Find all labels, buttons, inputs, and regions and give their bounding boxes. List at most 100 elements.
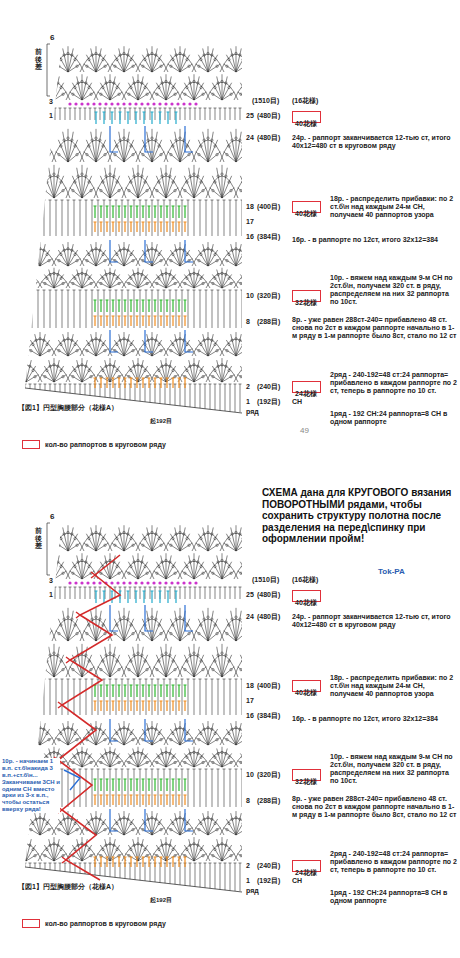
- stitch-count: (240目): [257, 383, 280, 391]
- stitch-count: (384目): [257, 712, 280, 720]
- row-word: ряд: [246, 408, 259, 416]
- repeat-count: (16花様): [292, 576, 318, 584]
- blue-mark: [64, 770, 80, 790]
- legend-swatch: [22, 919, 40, 928]
- stitch-count: (400目): [257, 203, 280, 211]
- stitch-count: (320目): [257, 771, 280, 779]
- row-note: 18р. - распределить прибавки: по 2 ст.б\…: [330, 195, 458, 219]
- repeat-count-box: 40花様: [292, 590, 321, 602]
- row-number: 24: [246, 613, 254, 621]
- repeat-count-box: 32花様: [292, 769, 321, 781]
- repeat-count: 24花様: [295, 389, 317, 398]
- row-number: 24: [246, 134, 254, 142]
- row-number: 16: [246, 233, 254, 241]
- row-number: 8: [246, 797, 250, 805]
- repeat-count: 40花様: [295, 209, 317, 218]
- repeat-count: 40花様: [295, 119, 317, 128]
- stitch-count: (240目): [257, 862, 280, 870]
- stitch-pattern: [0, 46, 266, 412]
- stitch-count: (320目): [257, 292, 280, 300]
- arrow-head: [66, 657, 70, 663]
- stitch-count: (480目): [257, 134, 280, 142]
- start-count: 起192目: [150, 418, 172, 425]
- row-note: 16р. - в раппорте по 12ст, итого 32х12=3…: [292, 715, 455, 723]
- row-number: 3: [49, 577, 53, 585]
- stitch-count: (288目): [257, 797, 280, 805]
- row-number: 18: [246, 682, 254, 690]
- row-word: ряд: [246, 887, 259, 895]
- row-number: 3: [49, 98, 53, 106]
- row-note: 2ряд - 240-192=48 ст:24 раппорта= прибав…: [330, 850, 458, 874]
- row-number: 25: [246, 591, 254, 599]
- row-number: 2: [246, 383, 250, 391]
- row-note: 1ряд - 192 СН:24 раппорта=8 СН в одном р…: [330, 889, 458, 905]
- stitch-count: (288目): [257, 318, 280, 326]
- row-number: 6: [50, 512, 54, 521]
- page-number: 49: [300, 426, 309, 435]
- figure-caption: 【図1】円型胸腰部分（花様A）: [18, 883, 118, 891]
- row-number: 1: [246, 398, 250, 406]
- repeat-count: 24花様: [295, 868, 317, 877]
- row-number: 10: [246, 292, 254, 300]
- row-number: 6: [50, 33, 54, 42]
- legend-entry: кол-во раппортов в круговом ряду: [22, 919, 166, 928]
- stitch-symbol: CH: [292, 877, 302, 885]
- stitch-count: (384目): [257, 233, 280, 241]
- stitch-count: (480目): [257, 591, 280, 599]
- row-note: 24р. - раппорт заканчивается 12-тью ст, …: [292, 134, 455, 150]
- stitch-symbol: CH: [292, 398, 302, 406]
- repeat-count: 40花様: [295, 598, 317, 607]
- arrow-head: [91, 572, 95, 578]
- vertical-label: 前後差: [35, 527, 42, 550]
- row-note: 8р. - уже равен 288ст-240= прибавлено 48…: [292, 795, 457, 819]
- stitch-count: (480目): [257, 112, 280, 120]
- row-note: 1ряд - 192 СН:24 раппорта=8 СН в одном р…: [330, 410, 458, 426]
- turning-path: [58, 555, 120, 880]
- row-note: 10р. - вяжем над каждым 9-м СН по 2ст.б\…: [330, 274, 458, 306]
- row-number: 8: [246, 318, 250, 326]
- repeat-count-box: 40花様: [292, 201, 321, 213]
- stitch-count: (1510目): [252, 576, 279, 584]
- side-note: 10р. - начинаем 1 в.п. ст.б\накида 3 в.п…: [2, 758, 60, 813]
- start-count: 起192目: [150, 897, 172, 904]
- repeat-count: (16花様): [292, 97, 318, 105]
- arrow-head: [58, 702, 62, 708]
- row-note: 2ряд - 240-192=48 ст:24 раппорта= прибав…: [330, 371, 458, 395]
- repeat-count-box: 24花様: [292, 381, 321, 393]
- row-number: 16: [246, 712, 254, 720]
- legend-entry: кол-во раппортов в круговом ряду: [22, 440, 166, 449]
- repeat-count: 32花様: [295, 298, 317, 307]
- row-number: 25: [246, 112, 254, 120]
- arrow-head: [76, 612, 80, 618]
- row-number: 1: [49, 112, 53, 120]
- repeat-count-box: 24花様: [292, 860, 321, 872]
- heading: СХЕМА дана для КРУГОВОГО вязания ПОВОРОТ…: [262, 487, 454, 545]
- row-number: 10: [246, 771, 254, 779]
- repeat-count: 32花様: [295, 777, 317, 786]
- stitch-count: (192目): [257, 398, 280, 406]
- author-name: Tok-PA: [378, 567, 405, 576]
- repeat-count-box: 40花様: [292, 680, 321, 692]
- figure-caption: 【図1】円型胸腰部分（花様A）: [18, 404, 118, 412]
- repeat-count-box: 40花様: [292, 111, 321, 123]
- row-note: 10р. - вяжем над каждым 9-м СН по 2ст.б\…: [330, 753, 458, 785]
- legend-swatch: [22, 440, 40, 449]
- legend-text: кол-во раппортов в круговом ряду: [45, 441, 166, 448]
- row-number: 17: [246, 218, 254, 226]
- stitch-count: (400目): [257, 682, 280, 690]
- row-note: 8р. - уже равен 288ст-240= прибавлено 48…: [292, 316, 457, 340]
- bracket: [47, 44, 50, 96]
- stitch-count: (192目): [257, 877, 280, 885]
- arrow-head: [62, 857, 66, 863]
- row-note: 18р. - распределить прибавки: по 2 ст.б\…: [330, 674, 458, 698]
- row-number: 1: [49, 591, 53, 599]
- row-number: 18: [246, 203, 254, 211]
- repeat-count-box: 32花様: [292, 290, 321, 302]
- row-note: 16р. - в раппорте по 12ст, итого 32х12=3…: [292, 236, 455, 244]
- stitch-pattern: [0, 525, 266, 891]
- row-number: 2: [246, 862, 250, 870]
- row-note: 24р. - раппорт заканчивается 12-тью ст, …: [292, 613, 455, 629]
- legend-text: кол-во раппортов в круговом ряду: [45, 920, 166, 927]
- stitch-count: (480目): [257, 613, 280, 621]
- row-number: 17: [246, 697, 254, 705]
